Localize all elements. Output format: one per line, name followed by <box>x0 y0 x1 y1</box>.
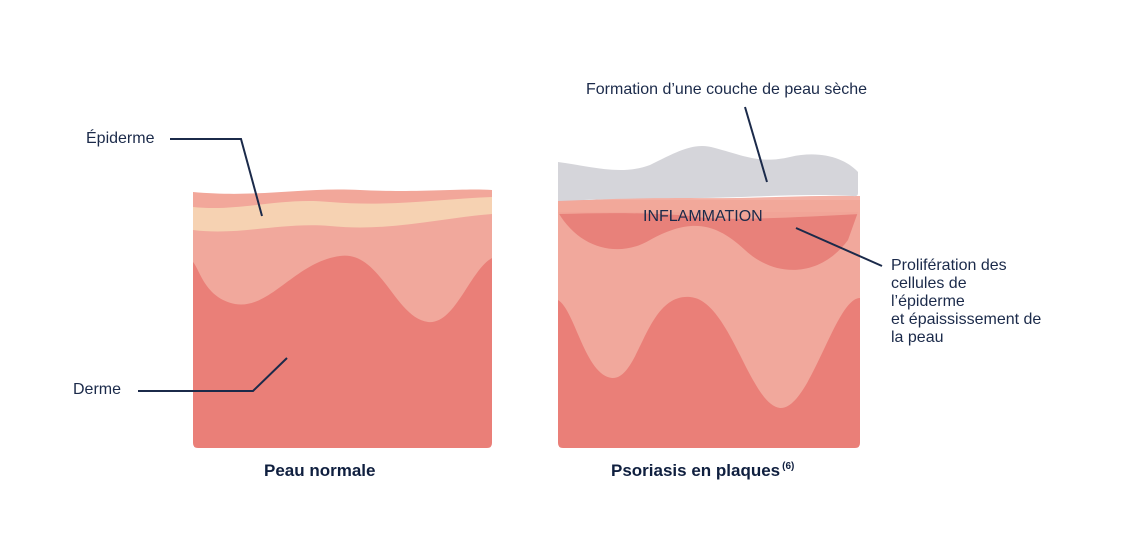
derme-label: Derme <box>73 381 122 398</box>
dry-skin-layer <box>558 145 858 201</box>
couche-seche-label: Formation d’une couche de peau sèche <box>586 81 868 98</box>
psoriasis-caption-reference: (6) <box>782 461 795 473</box>
normal-skin-caption: Peau normale <box>264 461 376 480</box>
inflammation-zone <box>558 212 858 270</box>
psoriasis-skin-block <box>558 145 860 448</box>
derme-leader-line <box>138 357 288 392</box>
proliferation-leader-line <box>795 227 883 267</box>
leader-lines <box>138 106 883 392</box>
couche-seche-leader-line <box>744 106 768 183</box>
proliferation-line: la peau <box>891 329 944 346</box>
proliferation-line: cellules de <box>891 275 967 292</box>
psoriasis-caption-text: Psoriasis en plaques <box>611 461 781 480</box>
normal-skin-block <box>193 189 492 448</box>
normal-epiderme-band <box>193 197 492 232</box>
proliferation-line: et épaississement de <box>891 311 1042 328</box>
proliferation-line: l’épiderme <box>891 293 965 310</box>
epiderme-label: Épiderme <box>86 130 155 147</box>
normal-middle-layer <box>193 205 492 323</box>
epiderme-leader-line <box>170 138 263 217</box>
psoriasis-top-band <box>558 195 860 219</box>
inflammation-label: INFLAMMATION <box>643 208 763 225</box>
proliferation-label: Prolifération des cellules de l’épiderme… <box>891 257 1041 347</box>
proliferation-line: Prolifération des <box>891 257 1007 274</box>
psoriasis-caption: Psoriasis en plaques(6) <box>611 461 794 481</box>
